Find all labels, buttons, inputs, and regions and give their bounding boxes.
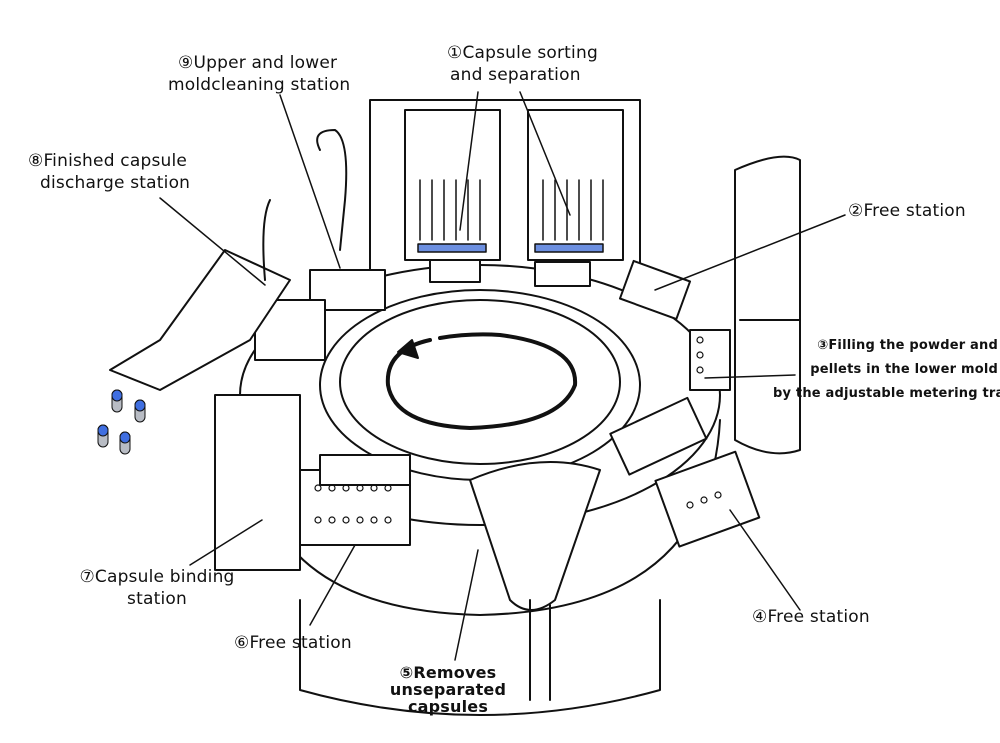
label-station-7: ⑦Capsule binding station	[72, 566, 242, 610]
block-3	[689, 329, 731, 391]
leader-3	[704, 374, 796, 379]
leader-1b	[519, 91, 571, 216]
label-station-2: ②Free station	[848, 200, 966, 222]
machine-base	[299, 599, 661, 716]
block-7	[214, 394, 301, 571]
label-line: ⑤Removes	[399, 663, 497, 682]
discharge-chute	[109, 249, 291, 391]
turret-top-plate	[339, 299, 621, 465]
label-line: ⑦Capsule binding	[79, 567, 235, 587]
label-line: ①Capsule sorting	[447, 43, 598, 63]
leader-8	[159, 197, 266, 286]
label-line: discharge station	[40, 173, 191, 193]
label-line: ⑥Free station	[234, 633, 352, 653]
leader-5	[454, 549, 479, 661]
label-station-1: ①Capsule sorting and separation	[447, 42, 598, 86]
capsule-group	[97, 389, 146, 455]
leader-7	[189, 519, 263, 566]
label-line: ⑨Upper and lower	[178, 53, 338, 73]
sorting-unit-right	[527, 109, 624, 261]
label-line: pellets in the lower mold	[810, 362, 998, 377]
leader-lines	[159, 91, 846, 661]
label-line: by the adjustable metering tray	[773, 386, 1000, 401]
label-line: unseparated	[389, 680, 507, 699]
label-line: station	[127, 589, 187, 609]
label-line: ④Free station	[752, 607, 870, 627]
label-line: capsules	[407, 697, 489, 716]
label-line: ②Free station	[848, 201, 966, 221]
leader-2	[654, 214, 846, 291]
leader-1	[459, 91, 479, 231]
leader-9	[279, 94, 341, 269]
label-line: and separation	[450, 65, 581, 85]
right-hopper	[734, 155, 801, 455]
label-line: ⑧Finished capsule	[28, 151, 188, 171]
label-station-4: ④Free station	[752, 606, 870, 628]
rotation-arrowhead	[397, 339, 419, 359]
blue-rail-right	[534, 243, 604, 253]
block-6b	[319, 454, 411, 486]
block-4b	[609, 396, 708, 476]
label-station-6: ⑥Free station	[234, 632, 352, 654]
leader-4	[729, 509, 801, 611]
leader-6	[309, 544, 356, 626]
blue-rail-left	[417, 243, 487, 253]
label-station-5: ⑤Removes unseparated capsules	[378, 664, 518, 715]
sorting-unit-left	[404, 109, 501, 261]
label-station-8: ⑧Finished capsule discharge station	[28, 150, 190, 194]
label-line: moldcleaning station	[168, 75, 351, 95]
capsule-remover	[469, 461, 601, 611]
label-station-9: ⑨Upper and lower moldcleaning station	[160, 52, 350, 96]
label-station-3: ③Filling the powder and pellets in the l…	[773, 334, 1000, 406]
rotation-arrow	[385, 332, 578, 430]
label-line: ③Filling the powder and	[817, 338, 998, 353]
